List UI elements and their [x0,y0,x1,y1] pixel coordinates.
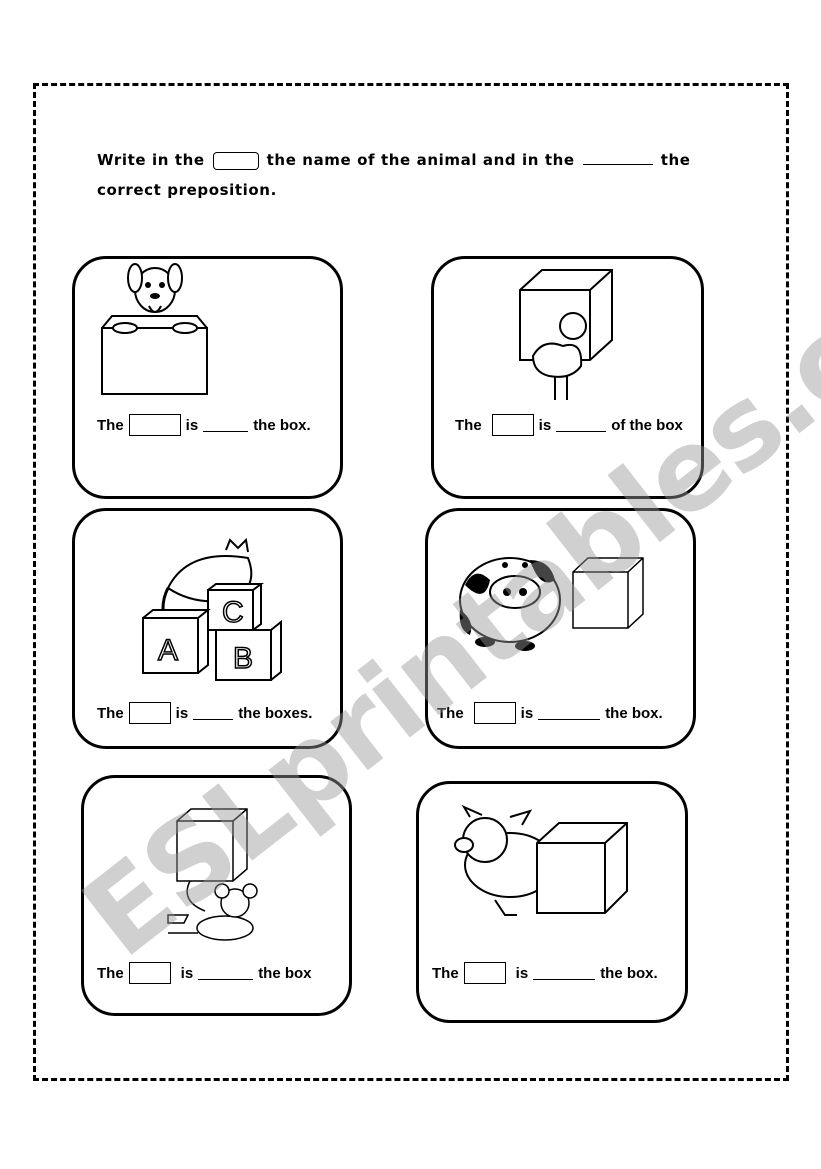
mouse-icon [167,808,258,941]
pig-icon [454,805,628,916]
dog-icon [101,263,208,395]
instruction-line-2: correct preposition. [97,181,277,199]
sentence-5: The is the box [97,962,312,984]
duck-icon [519,269,613,400]
sentence-text: the boxes. [238,704,313,722]
sentence-text: the box. [605,704,663,722]
cow-icon [459,557,644,651]
preposition-blank[interactable] [556,419,607,432]
preposition-blank[interactable] [193,707,234,720]
animal-name-box[interactable] [473,702,516,724]
animal-name-box[interactable] [128,962,171,984]
card-pig [416,781,688,1023]
cat-icon: C A B [142,538,282,681]
sentence-2: The is of the box [455,414,683,436]
sentence-text: of the box [611,416,683,434]
preposition-blank[interactable] [533,967,596,980]
card-mouse [81,775,352,1016]
sentence-text: The [97,704,124,722]
sentence-text: is [185,416,199,434]
sentence-text: is [175,704,189,722]
sentence-4: The is the box. [437,702,663,724]
instruction-line-1: Write in the the name of the animal and i… [97,151,691,170]
block-letter: B [233,642,253,675]
sentence-6: The is the box. [432,962,658,984]
block-letter: C [222,596,244,629]
instruction-line-sample [582,164,653,165]
sentence-text: The [432,964,459,982]
sentence-1: The is the box. [97,414,311,436]
sentence-text: is [538,416,552,434]
sentence-text: The [97,964,124,982]
sentence-text: the box. [600,964,658,982]
instruction-box-sample [212,151,259,170]
card-dog [72,256,343,499]
card-duck [431,256,704,499]
card-cat [72,508,343,749]
sentence-text: is [520,704,534,722]
preposition-blank[interactable] [538,707,601,720]
sentence-text: the box. [253,416,311,434]
card-cow [425,508,696,749]
sentence-text: is [515,964,529,982]
animal-name-box[interactable] [491,414,534,436]
instruction-text: the name of the animal and in the [266,151,575,169]
animal-name-box[interactable] [128,702,171,724]
animal-name-box[interactable] [463,962,506,984]
instruction-text: Write in the [97,151,205,169]
sentence-3: The is the boxes. [97,702,312,724]
instruction-text: the [660,151,691,169]
preposition-blank[interactable] [203,419,249,432]
block-letter: A [158,634,178,667]
sentence-text: The [97,416,124,434]
sentence-text: the box [258,964,312,982]
sentence-text: is [180,964,194,982]
sentence-text: The [455,416,482,434]
sentence-text: The [437,704,464,722]
dashed-border [33,83,789,1081]
preposition-blank[interactable] [198,967,254,980]
animal-name-box[interactable] [128,414,181,436]
